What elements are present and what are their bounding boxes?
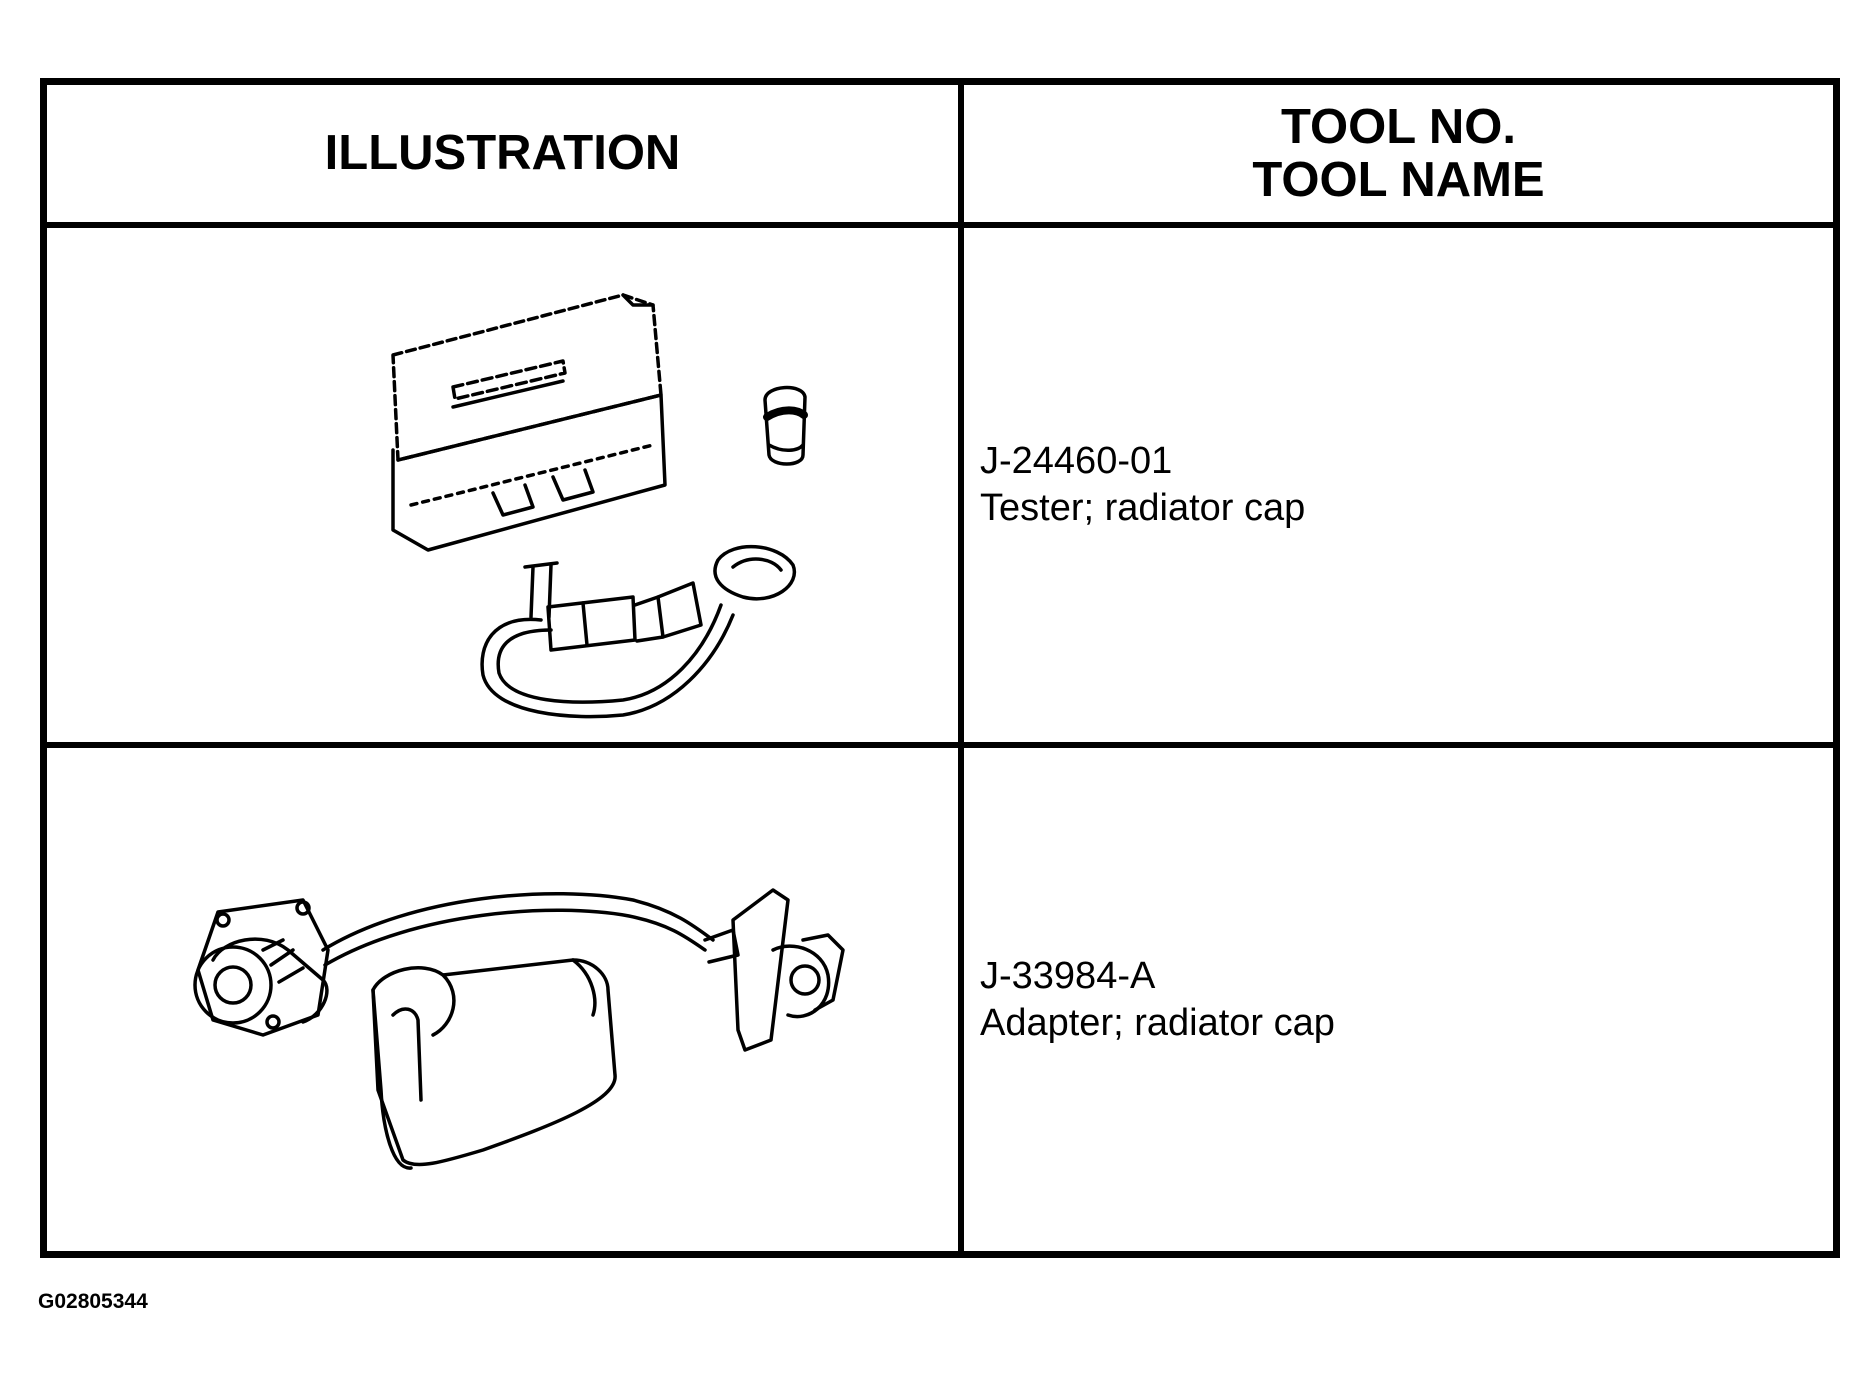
header-tool-name-label: TOOL NAME: [1252, 152, 1545, 207]
tool-name: Tester; radiator cap: [980, 487, 1306, 529]
table-row-2-illustration: [47, 748, 964, 1251]
header-illustration: ILLUSTRATION: [47, 85, 964, 228]
header-tool: TOOL NO. TOOL NAME: [964, 85, 1833, 228]
tool-name: Adapter; radiator cap: [980, 1001, 1335, 1044]
figure-id: G02805344: [38, 1290, 148, 1313]
radiator-cap-adapter-icon: [192, 887, 845, 1170]
tool-number: J-24460-01: [980, 440, 1173, 482]
table-row-1-illustration: [47, 228, 964, 748]
table-row-1-info: J-24460-01 Tester; radiator cap: [964, 228, 1833, 748]
header-tool-no-label: TOOL NO.: [1280, 99, 1517, 154]
header-illustration-label: ILLUSTRATION: [324, 126, 681, 180]
tool-table: ILLUSTRATION TOOL NO. TOOL NAME: [40, 78, 1840, 1258]
radiator-cap-tester-icon: [390, 293, 808, 719]
table-row-2-info: J-33984-A Adapter; radiator cap: [964, 748, 1833, 1251]
tool-number: J-33984-A: [980, 954, 1156, 997]
